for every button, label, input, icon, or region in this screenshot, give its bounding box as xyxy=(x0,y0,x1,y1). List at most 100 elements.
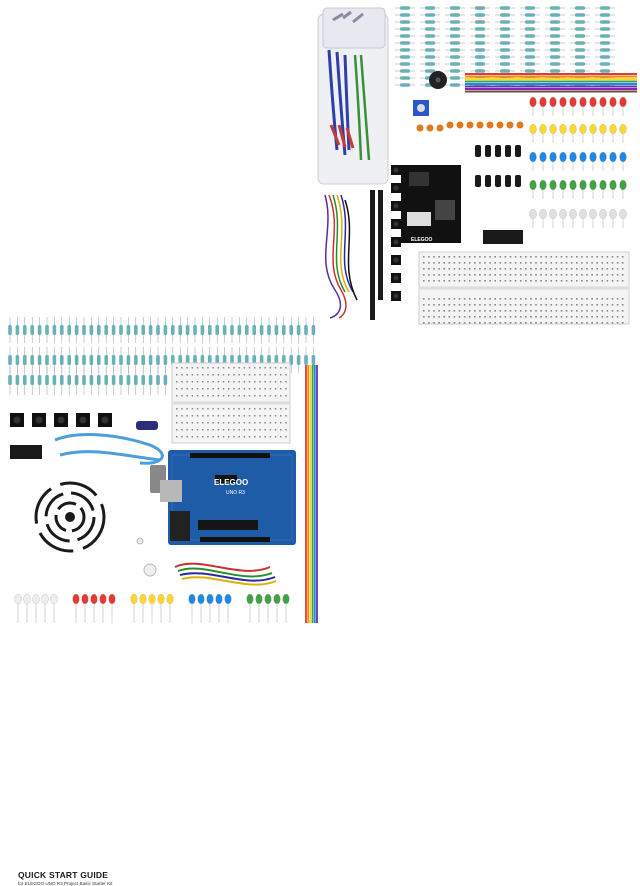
resistor xyxy=(500,41,510,45)
pin-headers xyxy=(370,190,383,320)
resistor xyxy=(45,355,49,365)
resistor xyxy=(37,375,42,385)
led xyxy=(539,123,547,135)
resistor xyxy=(425,13,435,17)
resistor xyxy=(500,48,510,52)
resistor xyxy=(126,325,131,335)
ceramic-capacitor xyxy=(486,121,494,129)
resistor xyxy=(252,325,256,335)
resistor xyxy=(37,355,42,365)
resistor xyxy=(15,355,20,365)
led xyxy=(609,208,617,220)
led xyxy=(589,179,597,191)
resistor xyxy=(45,375,49,385)
resistor xyxy=(600,6,610,10)
resistor xyxy=(97,375,101,385)
resistor xyxy=(119,355,123,365)
resistor xyxy=(450,69,460,73)
resistor xyxy=(425,34,435,38)
resistor xyxy=(208,325,212,335)
resistor xyxy=(259,325,264,335)
resistor xyxy=(156,325,160,335)
resistor xyxy=(575,34,585,38)
led xyxy=(579,208,587,220)
resistor xyxy=(425,69,435,73)
kit-photo-drawing: ELEGOO xyxy=(317,6,637,325)
board-model-label: UNO R3 xyxy=(226,490,245,496)
pushbuttons xyxy=(10,413,112,427)
resistor xyxy=(500,20,510,24)
resistor xyxy=(296,325,301,335)
resistor xyxy=(141,355,145,365)
resistor xyxy=(148,325,153,335)
resistor xyxy=(67,325,71,335)
resistor xyxy=(200,325,205,335)
resistor xyxy=(400,41,410,45)
led xyxy=(157,593,165,605)
ic-chip xyxy=(10,445,42,459)
resistor xyxy=(82,355,86,365)
resistor xyxy=(296,355,301,365)
led xyxy=(166,593,174,605)
led xyxy=(14,593,22,605)
resistor xyxy=(525,41,535,45)
resistor xyxy=(134,375,138,385)
led xyxy=(619,179,627,191)
resistor xyxy=(163,355,168,365)
resistor xyxy=(550,48,560,52)
led xyxy=(32,593,40,605)
led xyxy=(589,96,597,108)
resistor xyxy=(600,62,610,66)
resistor xyxy=(525,34,535,38)
resistor xyxy=(450,48,460,52)
resistor xyxy=(500,6,510,10)
resistor xyxy=(82,325,86,335)
kit-photo-components: ELEGOO xyxy=(315,0,640,325)
led xyxy=(549,208,557,220)
board-brand-label: ELEGOO xyxy=(214,478,248,487)
resistor xyxy=(550,62,560,66)
resistor xyxy=(134,355,138,365)
resistor xyxy=(8,325,12,335)
resistor xyxy=(126,355,131,365)
led xyxy=(539,96,547,108)
resistor xyxy=(400,69,410,73)
resistor xyxy=(67,355,71,365)
photoresistor xyxy=(143,563,157,577)
resistor xyxy=(52,325,57,335)
resistor xyxy=(475,48,485,52)
starter-set-drawing: ELEGOO UNO R3 xyxy=(8,317,318,623)
led xyxy=(246,593,254,605)
resistor xyxy=(156,375,160,385)
resistor xyxy=(89,325,94,335)
resistor xyxy=(163,375,168,385)
led xyxy=(197,593,205,605)
resistor xyxy=(171,325,175,335)
ceramic-capacitor xyxy=(476,121,484,129)
resistor xyxy=(8,375,12,385)
led xyxy=(619,96,627,108)
resistor xyxy=(8,355,12,365)
resistor xyxy=(525,69,535,73)
resistor xyxy=(575,48,585,52)
electrolytic-capacitor xyxy=(515,175,521,187)
resistor-array xyxy=(395,6,615,87)
resistor xyxy=(289,325,293,335)
led xyxy=(569,123,577,135)
led xyxy=(559,123,567,135)
led xyxy=(559,96,567,108)
resistor xyxy=(600,34,610,38)
led xyxy=(23,593,31,605)
electrolytic-capacitor xyxy=(485,175,491,187)
led xyxy=(579,123,587,135)
resistor xyxy=(475,13,485,17)
ir-receiver xyxy=(136,537,144,545)
resistor xyxy=(82,375,86,385)
led xyxy=(579,151,587,163)
resistor xyxy=(550,41,560,45)
resistor xyxy=(230,325,234,335)
led xyxy=(599,123,607,135)
led xyxy=(529,208,537,220)
breadboard xyxy=(418,251,630,325)
resistor xyxy=(67,375,71,385)
